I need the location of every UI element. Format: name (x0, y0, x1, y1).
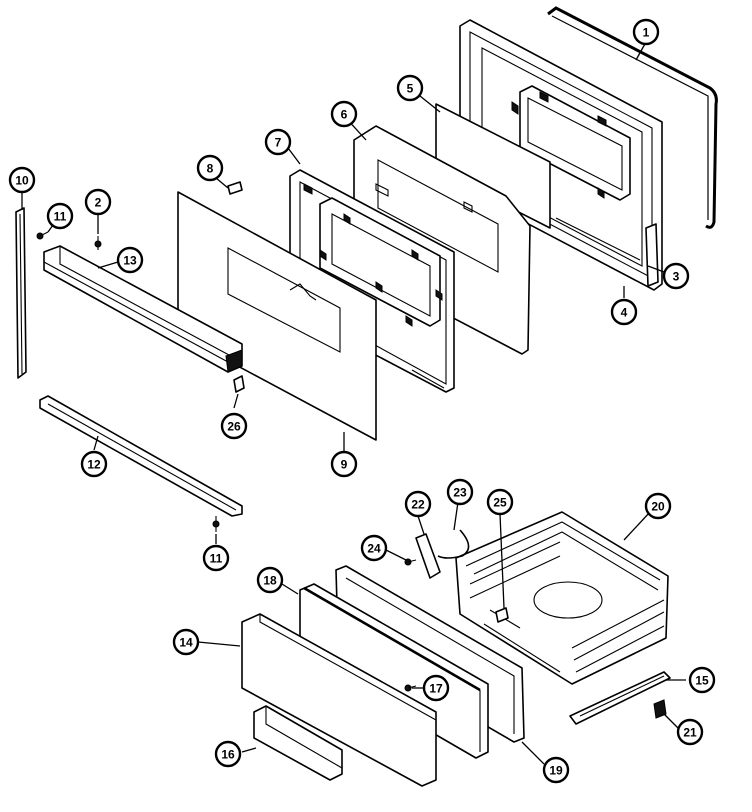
part-drawer-bracket (415, 533, 441, 579)
part-screw-side (404, 558, 417, 566)
callout-11-upper: 11 (46, 202, 74, 230)
svg-text:3: 3 (673, 269, 680, 283)
part-side-trim (15, 207, 27, 379)
callout-1: 1 (632, 18, 660, 46)
svg-text:6: 6 (341, 107, 348, 121)
callout-24: 24 (360, 534, 388, 562)
svg-text:26: 26 (227, 419, 241, 433)
callout-20: 20 (644, 492, 672, 520)
svg-text:9: 9 (341, 457, 348, 471)
callout-4: 4 (610, 298, 638, 326)
part-drawer-front (241, 613, 437, 787)
part-slide-clip (653, 699, 667, 719)
part-screw-top (94, 236, 102, 250)
callout-3: 3 (662, 262, 690, 290)
svg-text:16: 16 (221, 747, 235, 761)
callout-14: 14 (172, 628, 200, 656)
callout-2: 2 (84, 188, 112, 216)
callout-10: 10 (8, 166, 36, 194)
part-drawer-handle (253, 705, 343, 781)
callout-11-lower: 11 (202, 544, 230, 572)
svg-text:8: 8 (207, 161, 214, 175)
callout-12: 12 (80, 450, 108, 478)
callout-23: 23 (446, 478, 474, 506)
svg-text:25: 25 (493, 495, 507, 509)
svg-text:14: 14 (179, 635, 193, 649)
part-outer-door-frame (459, 19, 663, 291)
callout-6: 6 (330, 100, 358, 128)
svg-text:19: 19 (549, 763, 563, 777)
svg-text:22: 22 (411, 497, 425, 511)
callout-5: 5 (396, 74, 424, 102)
part-screw-upper (36, 231, 49, 240)
svg-text:13: 13 (123, 253, 137, 267)
svg-text:20: 20 (651, 499, 665, 513)
svg-text:11: 11 (210, 551, 223, 565)
svg-text:11: 11 (54, 209, 67, 223)
callout-9: 9 (330, 450, 358, 478)
part-drawer-clip (495, 607, 509, 623)
callout-25: 25 (486, 488, 514, 516)
part-wire-harness (437, 529, 470, 559)
callout-15: 15 (688, 666, 716, 694)
part-door-handle (43, 245, 243, 373)
svg-text:15: 15 (695, 673, 709, 687)
svg-text:12: 12 (87, 457, 101, 471)
part-inner-glass (435, 103, 551, 229)
svg-text:2: 2 (95, 195, 102, 209)
callout-13: 13 (116, 246, 144, 274)
callout-16: 16 (214, 740, 242, 768)
svg-text:4: 4 (621, 305, 628, 319)
part-lower-trim (39, 395, 243, 517)
callout-26: 26 (220, 412, 248, 440)
svg-text:7: 7 (275, 135, 282, 149)
part-clip (227, 181, 243, 195)
svg-text:10: 10 (15, 173, 29, 187)
part-drawer-slide (569, 671, 671, 725)
part-handle-bracket (233, 375, 245, 393)
svg-text:24: 24 (367, 541, 381, 555)
svg-text:18: 18 (263, 573, 277, 587)
callout-19: 19 (542, 756, 570, 784)
callout-21: 21 (676, 718, 704, 746)
callout-22: 22 (404, 490, 432, 518)
svg-text:5: 5 (407, 81, 414, 95)
callout-8: 8 (196, 154, 224, 182)
callout-17: 17 (422, 674, 450, 702)
svg-text:17: 17 (429, 681, 443, 695)
part-screw-lower (212, 516, 220, 532)
svg-text:21: 21 (683, 725, 697, 739)
svg-text:1: 1 (643, 25, 650, 39)
part-screw-front (404, 684, 417, 692)
part-drawer-body (455, 511, 669, 685)
part-door-gasket (547, 6, 718, 229)
callout-18: 18 (256, 566, 284, 594)
leader-lines (21, 41, 686, 765)
svg-text:23: 23 (453, 485, 467, 499)
callout-7: 7 (264, 128, 292, 156)
part-outer-door-glass (177, 191, 377, 441)
